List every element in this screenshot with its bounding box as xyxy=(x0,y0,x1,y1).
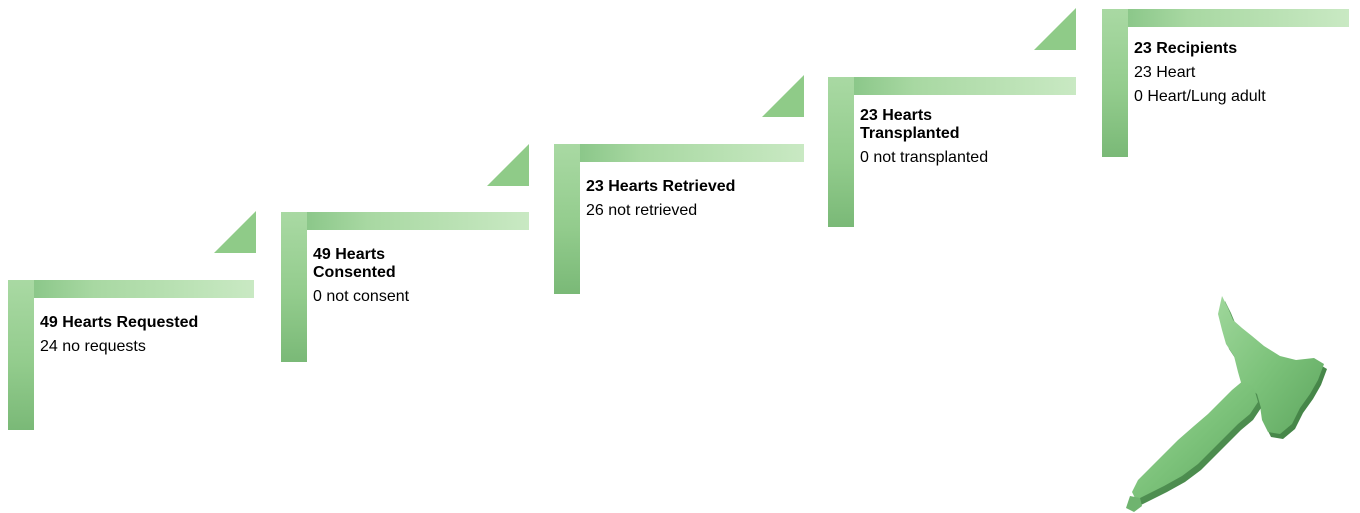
step-arrow-tip xyxy=(762,75,804,117)
step-detail: 0 Heart/Lung adult xyxy=(1134,88,1266,105)
step-title: 49 Hearts Consented xyxy=(313,246,396,281)
step-text: 49 Hearts Consented 0 not consent xyxy=(313,246,443,312)
stewart-island xyxy=(1126,496,1142,512)
north-island xyxy=(1218,296,1324,434)
step-title: 23 Hearts Retrieved xyxy=(586,178,736,195)
step-bar xyxy=(1102,9,1349,27)
step-detail: 23 Heart xyxy=(1134,64,1196,81)
step-text: 23 Hearts Retrieved 26 not retrieved xyxy=(586,178,802,226)
step-title: 23 Recipients xyxy=(1134,40,1238,57)
south-island xyxy=(1132,380,1258,500)
step-detail: 0 not consent xyxy=(313,288,410,305)
step-arrow-tip xyxy=(487,144,529,186)
step-bar xyxy=(554,144,804,162)
step-detail: 26 not retrieved xyxy=(586,202,698,219)
new-zealand-map-icon xyxy=(1126,296,1327,512)
step-post xyxy=(828,77,854,227)
step-detail: 0 not transplanted xyxy=(860,149,989,166)
step-bar xyxy=(828,77,1076,95)
step-title: 23 Hearts Transplanted xyxy=(860,107,960,142)
step-text: 49 Hearts Requested 24 no requests xyxy=(40,314,256,362)
step-arrow-tip xyxy=(214,211,256,253)
step-detail: 24 no requests xyxy=(40,338,146,355)
step-text: 23 Hearts Transplanted 0 not transplante… xyxy=(860,107,1000,173)
step-title: 49 Hearts Requested xyxy=(40,314,199,331)
step-text: 23 Recipients 23 Heart 0 Heart/Lung adul… xyxy=(1134,40,1350,112)
step-post xyxy=(1102,9,1128,157)
step-arrow-tip xyxy=(1034,8,1076,50)
step-bar xyxy=(8,280,254,298)
step-post xyxy=(281,212,307,362)
step-post xyxy=(8,280,34,430)
step-bar xyxy=(281,212,529,230)
step-post xyxy=(554,144,580,294)
